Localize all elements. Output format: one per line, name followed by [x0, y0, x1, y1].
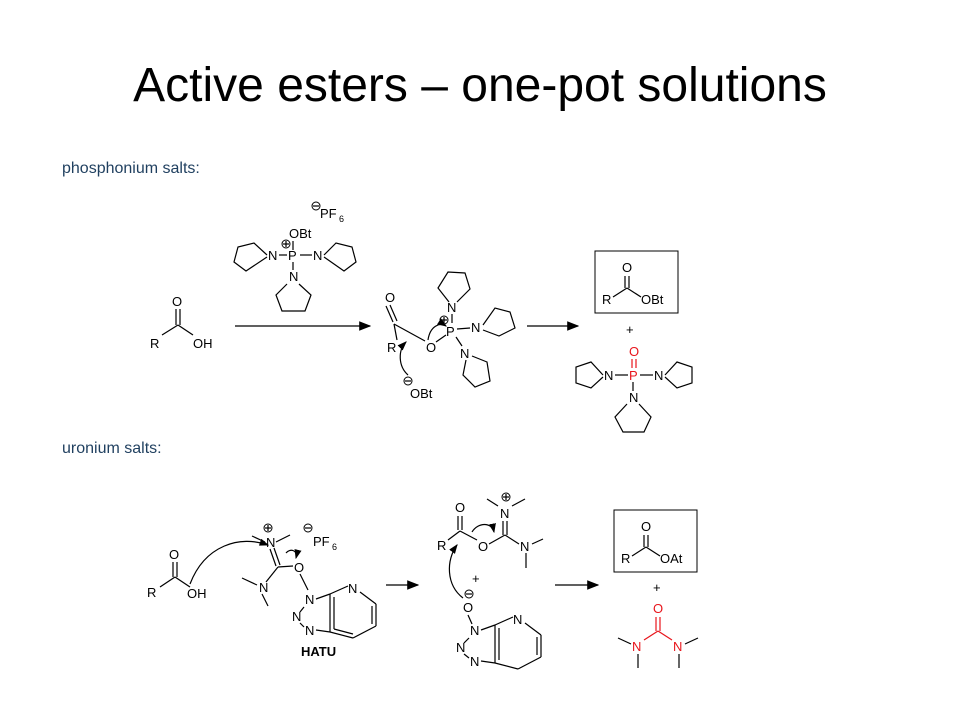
atom-label: OH: [193, 336, 213, 351]
atom-label: R: [437, 538, 446, 553]
hatu-reagent: N O N PF 6 N N N N HATU: [241, 523, 377, 659]
acyloxyphosphonium-intermediate: O R O P N N N OBt: [385, 271, 516, 401]
obt-active-ester-product: O R OBt: [594, 250, 679, 314]
atom-label: N: [348, 581, 357, 596]
atom-label: N: [460, 346, 469, 361]
atom-label: O: [478, 539, 488, 554]
atom-label: R: [602, 292, 611, 307]
svg-text:6: 6: [332, 542, 337, 552]
atom-label: R: [147, 585, 156, 600]
atom-label: N: [268, 248, 277, 263]
atom-label: OBt: [641, 292, 664, 307]
atom-label: N: [456, 640, 465, 655]
atom-label: N: [500, 506, 509, 521]
plus-sign: +: [626, 322, 634, 337]
carboxylic-acid-1: O R OH: [150, 294, 213, 351]
atom-label: O: [622, 260, 632, 275]
atom-label: O: [463, 600, 473, 615]
atom-label: OBt: [289, 226, 312, 241]
atom-label: O: [629, 344, 639, 359]
slide-title: Active esters – one-pot solutions: [133, 59, 827, 112]
plus-sign: +: [653, 580, 661, 595]
hatu-label: HATU: [301, 644, 336, 659]
atom-label: O: [455, 500, 465, 515]
atom-label: P: [288, 248, 297, 263]
atom-label: O: [169, 547, 179, 562]
atom-label: OAt: [660, 551, 683, 566]
atom-label: O: [653, 601, 663, 616]
tetramethylurea-byproduct: O N N: [617, 601, 699, 668]
atom-label: P: [629, 368, 638, 383]
atom-label: O: [385, 290, 395, 305]
atom-label: O: [172, 294, 182, 309]
atom-label: OH: [187, 586, 207, 601]
atom-label: N: [447, 300, 456, 315]
atom-label: PF: [313, 534, 330, 549]
atom-label: O: [426, 340, 436, 355]
atom-label: R: [621, 551, 630, 566]
atom-label: R: [387, 340, 396, 355]
uronium-section-label: uronium salts:: [62, 440, 162, 457]
atom-label: N: [470, 623, 479, 638]
atom-label: N: [313, 248, 322, 263]
oat-active-ester-product: O R OAt: [613, 509, 698, 573]
atom-label: OBt: [410, 386, 433, 401]
atom-label: N: [471, 320, 480, 335]
atom-label: N: [673, 639, 682, 654]
atom-label: N: [266, 535, 275, 550]
atom-label: N: [470, 654, 479, 669]
atom-label: PF: [320, 206, 337, 221]
atom-label: N: [259, 580, 268, 595]
atom-label: N: [520, 539, 529, 554]
atom-label: O: [294, 560, 304, 575]
plus-sign: +: [472, 571, 480, 586]
atom-label: N: [305, 623, 314, 638]
atom-label: N: [305, 592, 314, 607]
phosphine-oxide-byproduct: O P N N N: [575, 344, 693, 433]
atom-label: N: [292, 609, 301, 624]
atom-label: P: [446, 324, 455, 339]
phosphonium-section-label: phosphonium salts:: [62, 160, 200, 177]
atom-label: N: [289, 269, 298, 284]
atom-label: N: [654, 368, 663, 383]
atom-label: R: [150, 336, 159, 351]
acyl-isouronium-intermediate: O R O N N + O N N N: [437, 492, 544, 670]
atom-label: N: [632, 639, 641, 654]
atom-label: O: [641, 519, 651, 534]
svg-text:6: 6: [339, 214, 344, 224]
carboxylic-acid-2: O R OH: [147, 538, 270, 601]
pybop-reagent: PF 6 OBt P N N N: [233, 201, 357, 312]
atom-label: N: [629, 390, 638, 405]
atom-label: N: [513, 612, 522, 627]
atom-label: N: [604, 368, 613, 383]
